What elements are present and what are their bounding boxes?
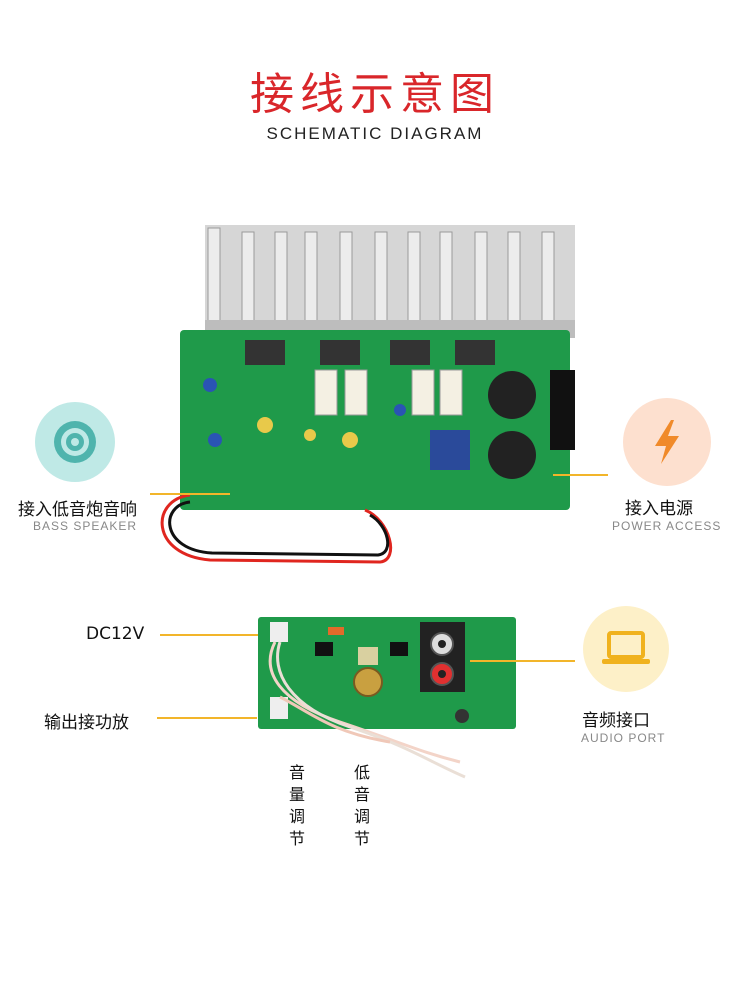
control-pcb [258, 617, 516, 729]
output-amp-label: 输出接功放 [44, 713, 129, 733]
power-connector-line [553, 474, 608, 476]
bass-adjust-label: 低音调节 [352, 762, 372, 850]
volume-adjust-text: 音量调节 [288, 763, 305, 848]
speaker-icon [35, 402, 115, 482]
volume-adjust-label: 音量调节 [287, 762, 307, 850]
heatsink [205, 225, 575, 338]
laptop-icon [583, 606, 669, 692]
control-board-image [258, 617, 516, 779]
bass-speaker-label-en: BASS SPEAKER [33, 519, 138, 533]
audio-port-label-cn: 音频接口 [582, 711, 650, 731]
pcb [180, 330, 570, 510]
page-title: 接线示意图 [250, 69, 500, 120]
power-access-label-en: POWER ACCESS [612, 519, 722, 533]
audio-connector-line [470, 660, 575, 662]
speaker-connector-line [150, 493, 230, 495]
bass-speaker-label-cn: 接入低音炮音响 [18, 500, 137, 520]
power-access-label-cn: 接入电源 [625, 499, 693, 519]
dc12v-connector-line [160, 634, 258, 636]
dc12v-label: DC12V [86, 624, 145, 644]
output-connector-line [157, 717, 257, 719]
audio-port-label-en: AUDIO PORT [581, 731, 666, 745]
bass-adjust-text: 低音调节 [353, 763, 370, 848]
page-subtitle: SCHEMATIC DIAGRAM [266, 124, 484, 143]
lightning-icon [623, 398, 711, 486]
amplifier-board-image [160, 225, 575, 564]
